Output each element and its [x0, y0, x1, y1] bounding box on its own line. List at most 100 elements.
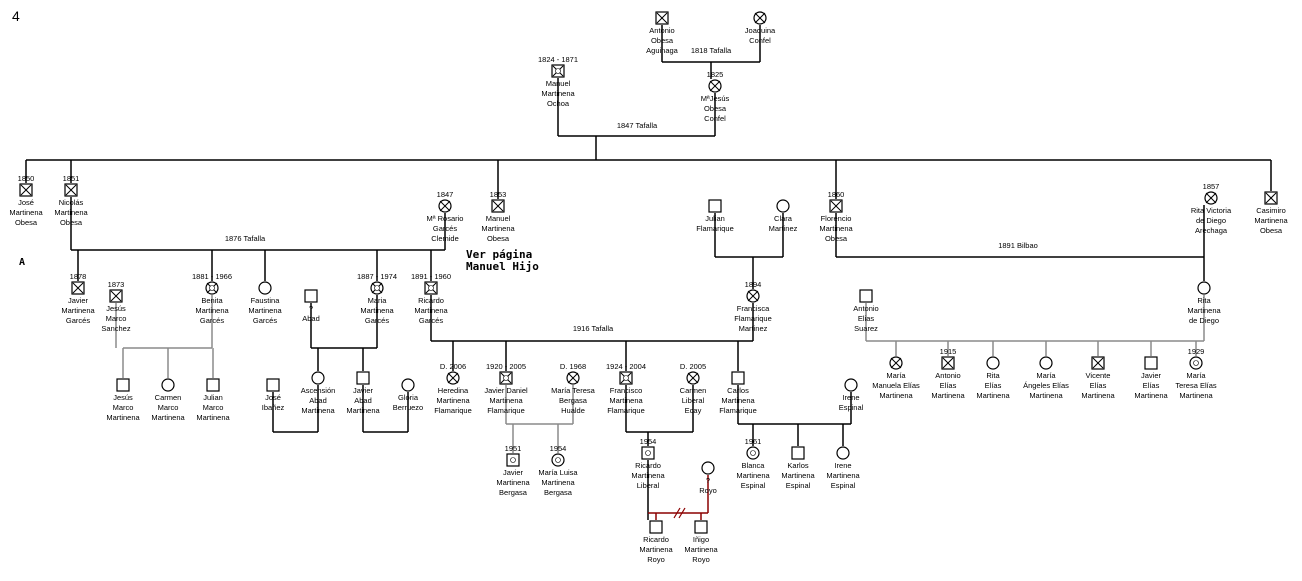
person-name: Jesús Marco Sanchez [101, 304, 131, 333]
person-name: Javier Abad Martinena [346, 386, 380, 415]
person-name: ? Abad [302, 304, 320, 323]
male-symbol [649, 520, 663, 534]
person-date: 1824 - 1871 [537, 55, 579, 64]
person-name: Antonio Elías Martinena [931, 371, 965, 400]
person-name: Gloria Berruezo [392, 393, 424, 412]
person-name: Javier Martinena Garcés [61, 296, 95, 325]
section-marker: A [19, 257, 26, 268]
female-symbol [161, 378, 175, 392]
deceased-cross [709, 80, 721, 92]
deceased-cross [439, 200, 451, 212]
badge-dot [645, 450, 651, 456]
person-date: 1929 [1187, 347, 1205, 356]
person-name: Maria Martinena Garcés [360, 296, 394, 325]
female-symbol [701, 461, 715, 475]
person-date: 1881 - 1966 [191, 272, 233, 281]
male-symbol [266, 378, 280, 392]
person-name: Jesús Marco Martinena [106, 393, 140, 422]
person-date: 1924 - 2004 [605, 362, 647, 371]
person-date: 1873 [107, 280, 125, 289]
deceased-cross [830, 200, 842, 212]
female-symbol [986, 356, 1000, 370]
person-date: 1891 - 1960 [410, 272, 452, 281]
person-name: Javier Elías Martinena [1134, 371, 1168, 400]
person-date: 1954 [639, 437, 657, 446]
badge-dot [750, 450, 756, 456]
female-symbol [836, 446, 850, 460]
male-symbol [304, 289, 318, 303]
deceased-cross [942, 357, 954, 369]
deceased-cross [20, 184, 32, 196]
person-name: Irene Espinal [838, 393, 864, 412]
person-name: Manuel Martinena Ochoa [541, 79, 575, 108]
person-name: Casimiro Martinena Obesa [1254, 206, 1288, 235]
person-name: Ricardo Martinena Liberal [631, 461, 665, 490]
person-name: Ricardo Martinena Garcés [414, 296, 448, 325]
person-name: Julian Marco Martinena [196, 393, 230, 422]
person-name: Karlos Martinena Espinal [781, 461, 815, 490]
badge-dot [209, 285, 215, 291]
male-symbol [731, 371, 745, 385]
female-symbol [258, 281, 272, 295]
person-name: Ascensión Abad Martinena [300, 386, 336, 415]
female-symbol [844, 378, 858, 392]
person-name: Clara Martinez [768, 214, 798, 233]
person-name: Francisca Flamarique Martinez [734, 304, 772, 333]
person-name: María Ángeles Elías Martinena [1023, 371, 1069, 400]
deceased-cross [687, 372, 699, 384]
person-name: Carmen Liberal Ecay [679, 386, 707, 415]
marriage-label: 1916 Tafalla [572, 324, 614, 333]
person-date: 1860 [827, 190, 845, 199]
person-name: María Manuela Elías Martinena [872, 371, 920, 400]
deceased-cross [447, 372, 459, 384]
badge-dot [510, 457, 516, 463]
female-symbol [311, 371, 325, 385]
person-date: 1961 [744, 437, 762, 446]
person-date: 1851 [62, 174, 80, 183]
deceased-cross [567, 372, 579, 384]
person-name: Carlos Martinena Flamarique [719, 386, 757, 415]
person-date: 1857 [1202, 182, 1220, 191]
deceased-cross [1205, 192, 1217, 204]
person-name: Rita Martinena de Diego [1187, 296, 1221, 325]
person-name: MªJesús Obesa Confel [700, 94, 730, 123]
person-name: Javier Martinena Bergasa [496, 468, 530, 497]
badge-dot [555, 68, 561, 74]
deceased-cross [65, 184, 77, 196]
person-name: Rita Victoria de Diego Arechaga [1190, 206, 1232, 235]
deceased-cross [492, 200, 504, 212]
badge-dot [428, 285, 434, 291]
person-date: 1878 [69, 272, 87, 281]
person-name: Javier Daniel Martinena Flamarique [484, 386, 528, 415]
person-name: Mª Rosario Garcés Clemide [426, 214, 464, 243]
person-name: Florencio Martinena Obesa [819, 214, 853, 243]
person-date: D. 1968 [559, 362, 587, 371]
reference-note: Ver página Manuel Hijo [466, 248, 539, 273]
person-date: 1915 [939, 347, 957, 356]
divorce-mark [673, 507, 681, 519]
person-name: Ricardo Martinena Royo [639, 535, 673, 564]
person-name: Iñigo Martinena Royo [684, 535, 718, 564]
badge-dot [623, 375, 629, 381]
male-symbol [859, 289, 873, 303]
person-date: D. 2006 [439, 362, 467, 371]
male-symbol [116, 378, 130, 392]
deceased-cross [656, 12, 668, 24]
male-symbol [708, 199, 722, 213]
person-name: Vicente Elías Martinena [1081, 371, 1115, 400]
person-name: Manuel Martinena Obesa [481, 214, 515, 243]
badge-dot [1193, 360, 1199, 366]
person-name: José Martinena Obesa [9, 198, 43, 227]
person-name: Joaquina Confel [744, 26, 776, 45]
badge-dot [374, 285, 380, 291]
deceased-cross [1092, 357, 1104, 369]
deceased-cross [110, 290, 122, 302]
person-date: 1954 [549, 444, 567, 453]
person-date: 1887 - 1974 [356, 272, 398, 281]
person-name: Faustina Martinena Garcés [248, 296, 282, 325]
male-symbol [694, 520, 708, 534]
person-name: Blanca Martinena Espinal [736, 461, 770, 490]
person-date: 1850 [17, 174, 35, 183]
male-symbol [206, 378, 220, 392]
